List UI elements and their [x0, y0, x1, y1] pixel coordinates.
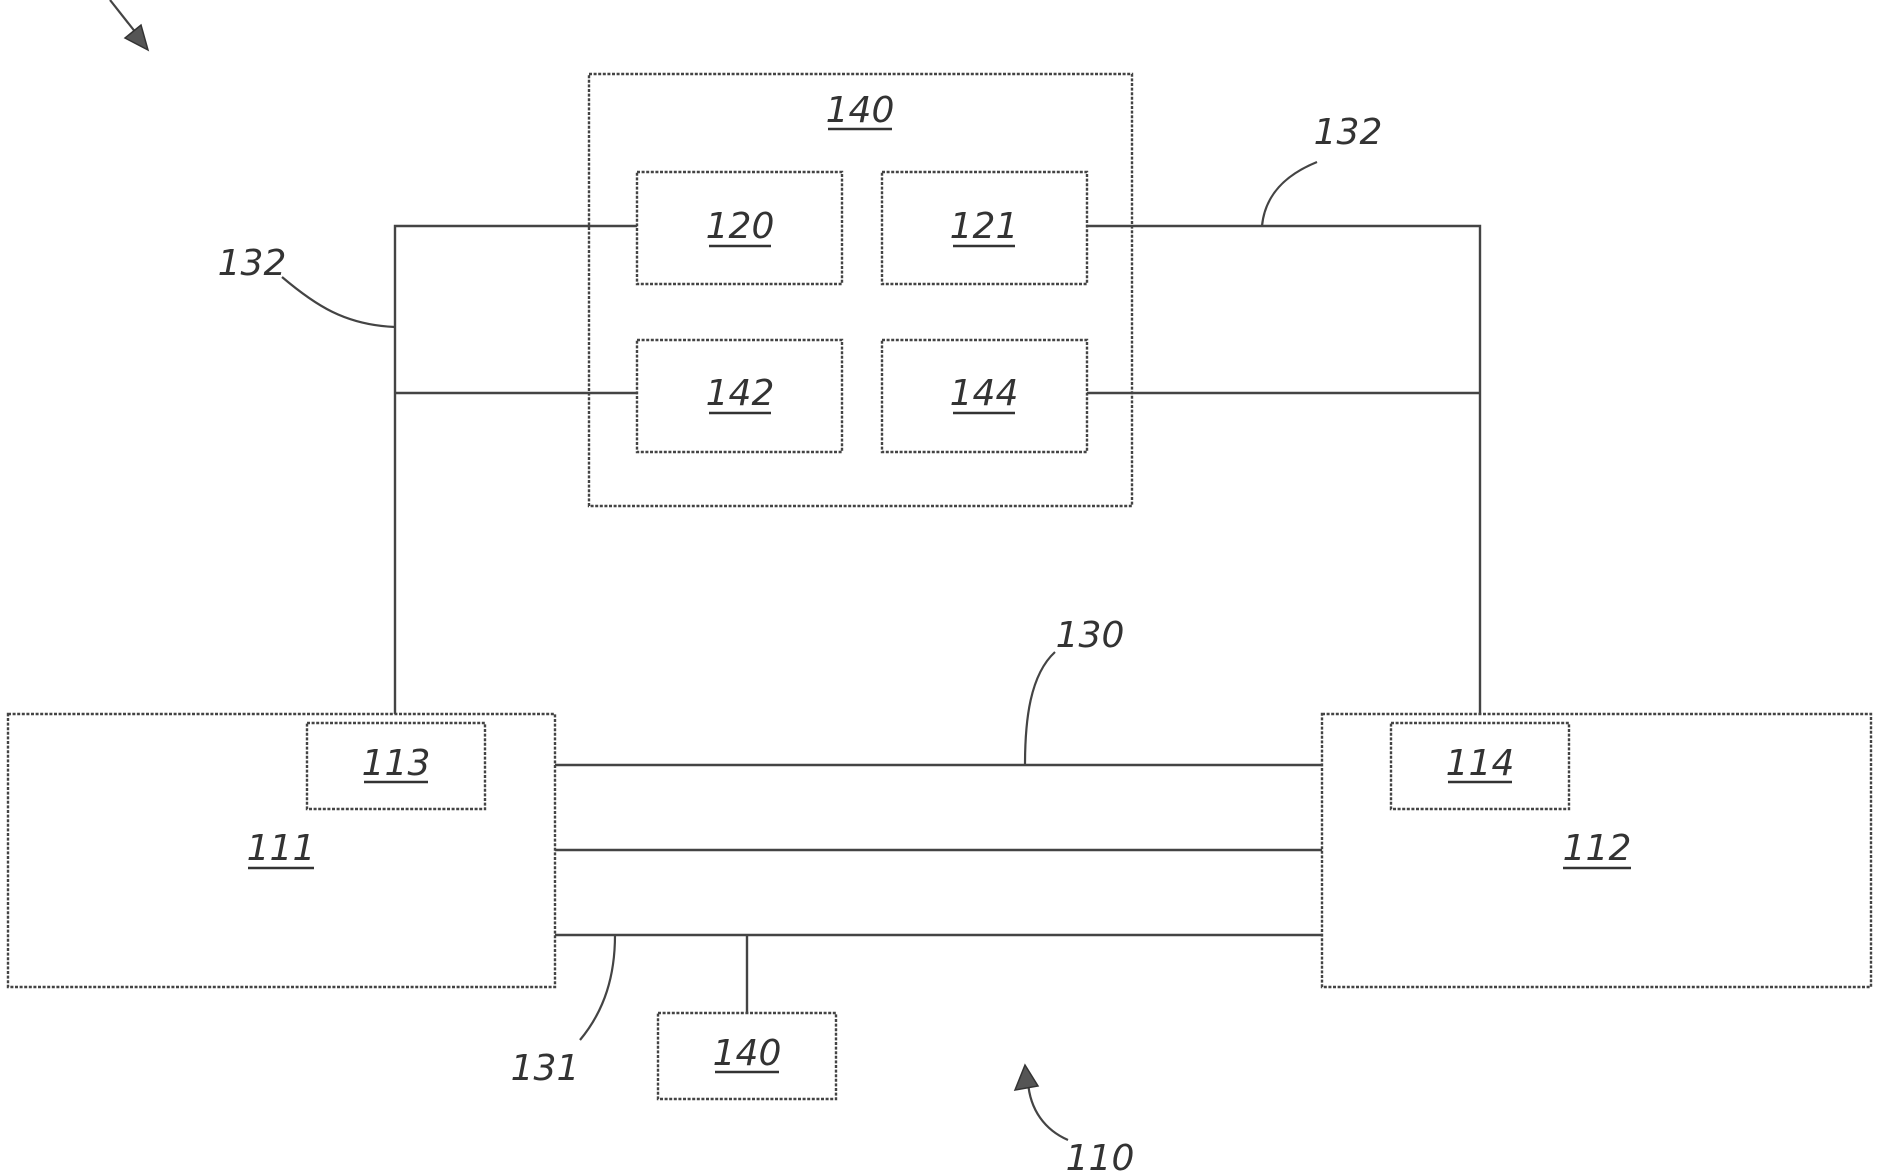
unit-120-label: 120	[706, 206, 775, 247]
device-112-label: 112	[1563, 828, 1632, 869]
lower-box-140-label: 140	[713, 1033, 782, 1074]
port-114-label: 114	[1446, 743, 1515, 784]
lower-box-140: 140	[658, 1013, 836, 1099]
unit-121-label: 121	[950, 206, 1019, 247]
ref-130-label: 130	[1056, 615, 1125, 656]
ref-131-label: 131	[511, 1048, 580, 1089]
device-111-label: 111	[247, 828, 316, 869]
ref-132-right: 132	[1262, 112, 1382, 226]
controller-140: 140	[589, 74, 1132, 506]
ref-132-right-label: 132	[1314, 112, 1383, 153]
ref-110-label: 110	[1066, 1138, 1135, 1176]
wire-right-upper	[1087, 226, 1480, 714]
unit-121: 121	[882, 172, 1087, 284]
controller-140-label: 140	[826, 90, 895, 131]
unit-142: 142	[637, 340, 842, 452]
device-112: 112	[1322, 714, 1871, 987]
connection-lines-132	[395, 226, 1480, 714]
ref-132-left-label: 132	[218, 243, 287, 284]
unit-120: 120	[637, 172, 842, 284]
port-113-label: 113	[362, 743, 431, 784]
ref-132-left: 132	[218, 243, 395, 327]
device-111: 111	[8, 714, 555, 987]
port-114: 114	[1391, 723, 1569, 809]
ref-130: 130	[1025, 615, 1124, 765]
ref-131: 131	[511, 935, 615, 1089]
ref-110: 110	[1015, 1065, 1134, 1176]
bus-lines	[555, 765, 1322, 1013]
unit-144-label: 144	[950, 373, 1019, 414]
port-113: 113	[307, 723, 485, 809]
unit-144: 144	[882, 340, 1087, 452]
wire-left-upper	[395, 226, 637, 714]
unit-142-label: 142	[706, 373, 775, 414]
figure-arrow-top-left	[110, 0, 148, 50]
